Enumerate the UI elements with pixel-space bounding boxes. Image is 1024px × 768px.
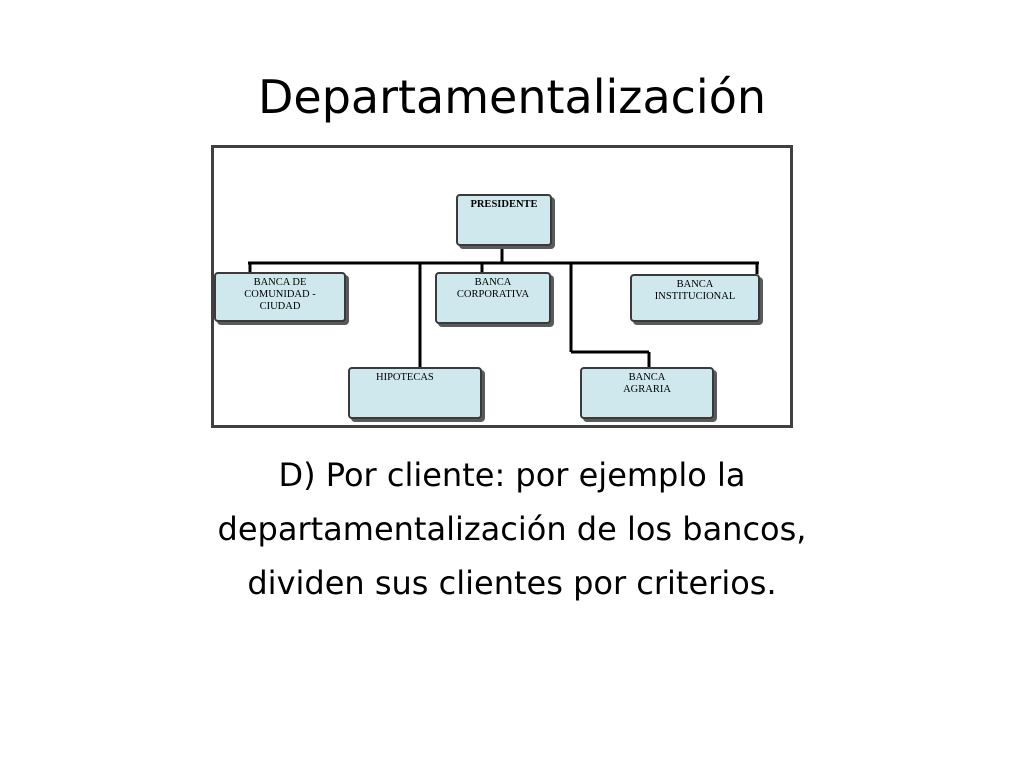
slide-title: Departamentalización xyxy=(258,70,766,124)
node-label-line: CORPORATIVA xyxy=(456,289,530,300)
node-label-line: CIUDAD xyxy=(259,301,301,312)
node-banca-agraria: BANCA AGRARIA xyxy=(580,367,714,419)
node-label-line: BANCA xyxy=(474,277,512,288)
node-label-line: AGRARIA xyxy=(623,384,671,395)
org-chart-connectors xyxy=(248,245,759,369)
node-label-line: BANCA xyxy=(628,372,666,383)
caption-line: dividen sus clientes por criterios. xyxy=(247,564,777,602)
node-label-line: BANCA xyxy=(676,279,714,290)
node-presidente: PRESIDENTE xyxy=(456,194,552,246)
node-banca-comunidad-ciudad: BANCA DE COMUNIDAD - CIUDAD xyxy=(214,272,346,322)
slide-caption: D) Por cliente: por ejemplo la departame… xyxy=(0,448,1024,610)
node-label-line: BANCA DE xyxy=(253,277,307,288)
node-banca-corporativa: BANCA CORPORATIVA xyxy=(435,272,551,324)
node-banca-institucional: BANCA INSTITUCIONAL xyxy=(630,274,760,322)
node-label-line: INSTITUCIONAL xyxy=(654,291,736,302)
org-chart-diagram: PRESIDENTE BANCA DE COMUNIDAD - CIUDAD B… xyxy=(211,145,793,428)
node-hipotecas: HIPOTECAS xyxy=(348,367,482,419)
caption-line: departamentalización de los bancos, xyxy=(217,510,807,548)
node-label-line: COMUNIDAD - xyxy=(244,289,316,300)
caption-line: D) Por cliente: por ejemplo la xyxy=(278,456,746,494)
